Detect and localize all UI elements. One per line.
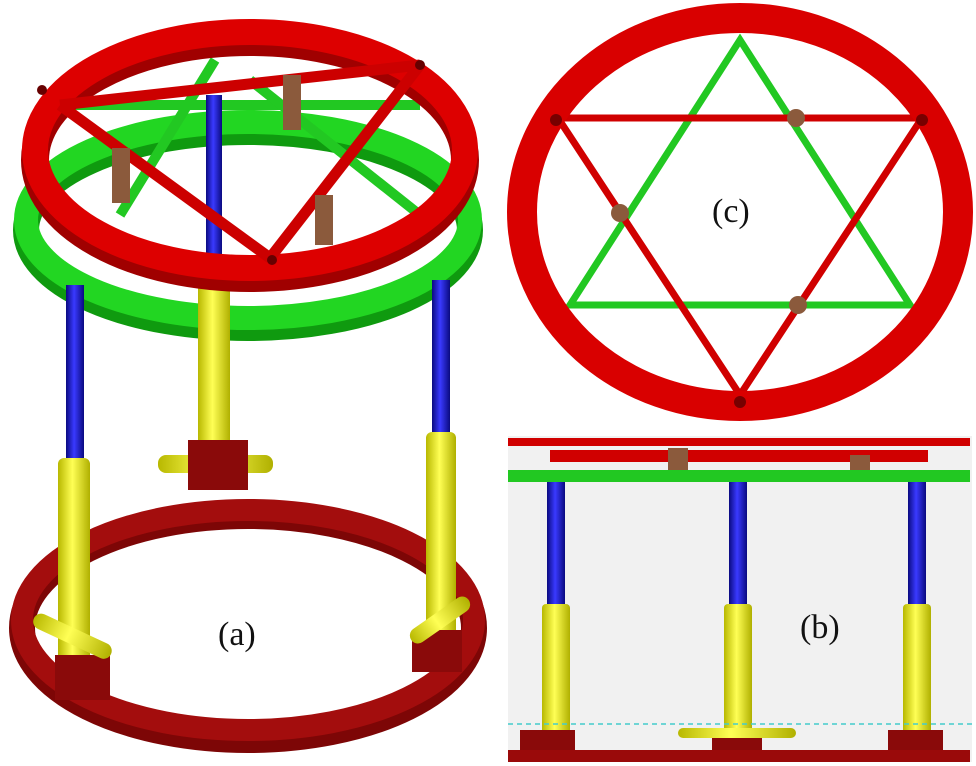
bracket — [888, 730, 943, 750]
pin — [415, 60, 425, 70]
cylinder-center — [198, 285, 230, 470]
red-triangle — [551, 114, 929, 402]
bracket — [712, 738, 762, 752]
left-bracket — [55, 655, 110, 700]
base-plate — [508, 750, 970, 762]
red-strut — [59, 59, 421, 111]
pin — [37, 85, 47, 95]
slider-joint — [112, 148, 130, 203]
pin — [734, 396, 746, 408]
top-plate — [508, 438, 970, 446]
top-ring — [22, 19, 478, 281]
rod-left — [66, 285, 84, 465]
slider-joint — [611, 204, 629, 222]
panel-b: (b) — [508, 436, 972, 762]
red-strut — [265, 61, 425, 262]
rod-center — [206, 95, 222, 295]
bracket — [520, 730, 575, 750]
center-bracket — [188, 440, 248, 490]
red-beam — [550, 450, 928, 462]
left-joint — [33, 613, 112, 659]
red-strut — [56, 100, 274, 263]
base-ring-top — [11, 499, 485, 741]
slider-joint — [789, 296, 807, 314]
rod-right — [432, 280, 450, 440]
slider-joint — [283, 75, 301, 130]
rod — [547, 482, 565, 607]
pin — [550, 114, 562, 126]
label-c: (c) — [712, 193, 750, 230]
cylinder — [903, 604, 931, 734]
label-a: (a) — [218, 616, 256, 653]
slider-joint — [787, 109, 805, 127]
pin — [916, 114, 928, 126]
pin — [267, 255, 277, 265]
panel-a: (a) — [9, 19, 487, 753]
joint — [678, 728, 796, 738]
green-triangle — [563, 33, 917, 309]
slider-joint — [315, 195, 333, 245]
cylinder-right — [426, 432, 456, 647]
green-strut — [246, 76, 424, 219]
green-plate — [508, 470, 970, 482]
rod — [729, 482, 747, 607]
panel-c: (c) — [507, 3, 973, 421]
cylinder — [542, 604, 570, 734]
label-b: (b) — [800, 609, 840, 646]
slider-joint — [850, 455, 870, 471]
slider-joint — [668, 448, 688, 470]
right-joint — [409, 596, 471, 644]
middle-ring — [14, 110, 482, 330]
rod — [908, 482, 926, 607]
cylinder — [724, 604, 752, 739]
